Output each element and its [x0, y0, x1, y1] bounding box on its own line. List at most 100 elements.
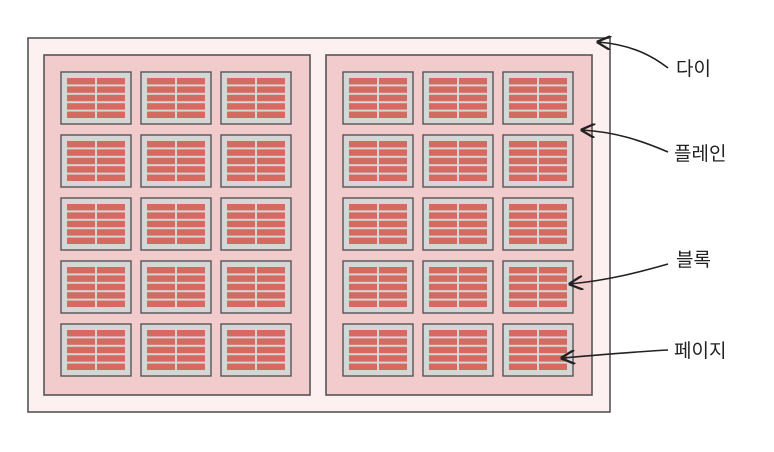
page [379, 78, 407, 85]
page [429, 338, 457, 345]
page [539, 363, 567, 370]
page [379, 111, 407, 118]
page [349, 220, 377, 228]
page [257, 111, 285, 118]
page [429, 355, 457, 362]
page [147, 346, 175, 354]
arrow-die [598, 42, 669, 69]
page [257, 346, 285, 354]
page [257, 204, 285, 211]
page [257, 174, 285, 181]
page [349, 86, 377, 93]
page [177, 212, 205, 219]
block [422, 134, 494, 188]
page [459, 212, 487, 219]
page [539, 267, 567, 274]
page [349, 355, 377, 362]
page [459, 220, 487, 228]
page [147, 204, 175, 211]
page [349, 229, 377, 236]
page [227, 157, 255, 165]
page [459, 275, 487, 282]
page [349, 275, 377, 282]
page [97, 94, 125, 102]
page [147, 237, 175, 244]
page [429, 292, 457, 299]
page [177, 229, 205, 236]
page [349, 338, 377, 345]
page [459, 237, 487, 244]
page [349, 78, 377, 85]
page [379, 103, 407, 110]
page [67, 141, 95, 148]
page [227, 237, 255, 244]
block [140, 134, 212, 188]
page [227, 141, 255, 148]
page [539, 237, 567, 244]
page [227, 300, 255, 307]
page [227, 275, 255, 282]
block [342, 260, 414, 314]
page [257, 300, 285, 307]
page [67, 220, 95, 228]
page [539, 103, 567, 110]
page [349, 204, 377, 211]
page [539, 157, 567, 165]
page [97, 363, 125, 370]
page [97, 141, 125, 148]
page [97, 78, 125, 85]
page [67, 229, 95, 236]
page [147, 229, 175, 236]
page [97, 330, 125, 337]
page [147, 141, 175, 148]
page [257, 338, 285, 345]
page [539, 86, 567, 93]
page [509, 86, 537, 93]
page [67, 174, 95, 181]
label-page: 페이지 [674, 340, 726, 362]
page [349, 237, 377, 244]
page [257, 363, 285, 370]
page [509, 292, 537, 299]
page [257, 229, 285, 236]
page [97, 338, 125, 345]
page [147, 157, 175, 165]
page [379, 149, 407, 156]
page [67, 338, 95, 345]
page [177, 141, 205, 148]
page [97, 229, 125, 236]
page [177, 267, 205, 274]
page [459, 166, 487, 173]
page [459, 94, 487, 102]
page [509, 300, 537, 307]
page [379, 86, 407, 93]
page [539, 204, 567, 211]
page [257, 157, 285, 165]
page [509, 103, 537, 110]
page [227, 283, 255, 291]
page [509, 267, 537, 274]
page [509, 275, 537, 282]
page [177, 330, 205, 337]
page [509, 94, 537, 102]
page [67, 212, 95, 219]
label-page-group: 페이지 [562, 340, 726, 362]
arrow-block [570, 263, 669, 284]
page [257, 330, 285, 337]
page [227, 166, 255, 173]
page [349, 141, 377, 148]
page [379, 174, 407, 181]
page [509, 149, 537, 156]
page [379, 292, 407, 299]
arrow-plane [582, 130, 669, 153]
page [67, 283, 95, 291]
page [227, 229, 255, 236]
page [379, 300, 407, 307]
page [539, 330, 567, 337]
page [429, 166, 457, 173]
page [429, 237, 457, 244]
page [177, 149, 205, 156]
page [379, 94, 407, 102]
page [459, 174, 487, 181]
